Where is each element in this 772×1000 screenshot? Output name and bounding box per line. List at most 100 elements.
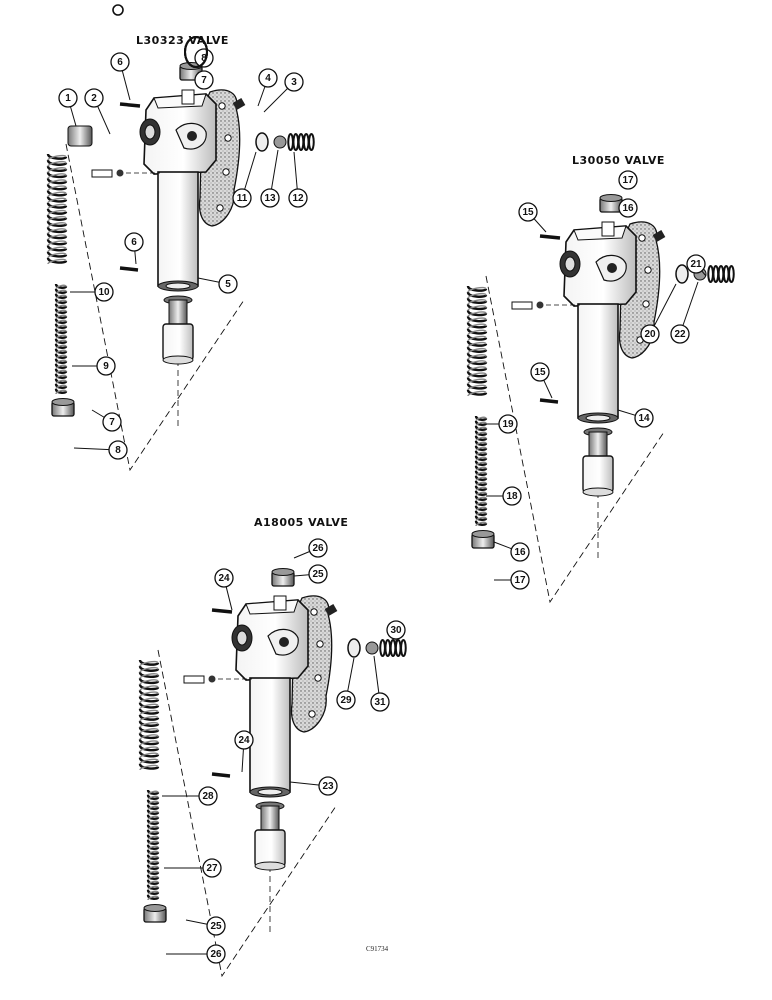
callout-4: 4 [257, 68, 278, 107]
washer [208, 675, 216, 683]
callout-19: 19 [486, 414, 518, 434]
callout-15-lower: 15 [530, 362, 553, 399]
svg-text:14: 14 [638, 413, 650, 424]
plunger [254, 801, 286, 871]
roll-pin [119, 266, 139, 272]
valve-body [139, 89, 241, 292]
svg-text:25: 25 [312, 569, 324, 580]
svg-text:6: 6 [117, 57, 123, 68]
callout-30: 30 [386, 620, 406, 642]
svg-text:16: 16 [514, 547, 526, 558]
screw [232, 98, 246, 110]
check-spring [379, 639, 407, 657]
callout-26-lower: 26 [166, 944, 226, 964]
screw-o-ring [112, 4, 124, 16]
callout-17-upper: 17 [618, 170, 638, 190]
svg-text:27: 27 [206, 863, 218, 874]
top-plug [599, 194, 623, 213]
inner-spring [54, 283, 68, 395]
callout-26-upper: 26 [293, 538, 328, 559]
svg-text:13: 13 [264, 193, 276, 204]
roll-pin [211, 608, 233, 614]
callout-8-upper: 8 [194, 48, 214, 68]
callout-11: 11 [232, 151, 257, 208]
guide-line [157, 649, 337, 978]
roll-pin [119, 102, 141, 108]
callout-16-upper: 16 [618, 198, 638, 218]
svg-text:28: 28 [202, 791, 214, 802]
check-ball [273, 135, 287, 149]
guide-line [485, 275, 665, 604]
svg-text:5: 5 [225, 279, 231, 290]
svg-text:20: 20 [644, 329, 656, 340]
callout-14: 14 [617, 408, 654, 428]
svg-text:7: 7 [201, 75, 207, 86]
washer [116, 169, 124, 177]
plunger [162, 295, 194, 365]
svg-text:8: 8 [115, 445, 121, 456]
svg-text:6: 6 [131, 237, 137, 248]
check-disc [255, 132, 269, 152]
svg-text:11: 11 [237, 193, 248, 204]
svg-text:24: 24 [238, 735, 250, 746]
svg-text:12: 12 [292, 193, 304, 204]
callout-31: 31 [370, 655, 390, 712]
callout-13: 13 [260, 149, 280, 208]
callout-21: 21 [686, 254, 707, 277]
bolt [183, 675, 205, 684]
callout-27: 27 [164, 858, 222, 878]
callout-1: 1 [58, 88, 78, 127]
valve-title-a18005: A18005 VALVE [254, 516, 349, 529]
callout-8-lower: 8 [73, 440, 128, 460]
svg-text:25: 25 [210, 921, 222, 932]
callout-29: 29 [336, 657, 356, 710]
side-o-ring [184, 36, 208, 68]
callout-7-lower: 7 [91, 409, 122, 432]
callout-6-lower: 6 [124, 232, 144, 265]
bolt [511, 301, 533, 310]
callout-20: 20 [640, 283, 677, 344]
svg-text:26: 26 [210, 949, 222, 960]
valve-body [231, 595, 333, 798]
svg-text:17: 17 [514, 575, 526, 586]
washer [536, 301, 544, 309]
svg-text:31: 31 [374, 697, 386, 708]
plunger [582, 427, 614, 497]
roll-pin [211, 772, 231, 778]
callout-16-lower: 16 [493, 541, 530, 562]
svg-text:15: 15 [534, 367, 546, 378]
svg-text:8: 8 [201, 53, 207, 64]
svg-text:30: 30 [390, 625, 402, 636]
guide-line [65, 143, 245, 472]
svg-text:4: 4 [265, 73, 271, 84]
callout-6-upper: 6 [110, 52, 131, 101]
callout-3: 3 [263, 72, 304, 113]
svg-text:1: 1 [65, 93, 71, 104]
check-disc [347, 638, 361, 658]
svg-text:18: 18 [506, 491, 518, 502]
svg-text:22: 22 [674, 329, 686, 340]
callout-9: 9 [72, 356, 116, 376]
outer-spring [46, 153, 68, 265]
callout-25-lower: 25 [185, 916, 226, 936]
bolt [91, 169, 113, 178]
svg-text:15: 15 [522, 207, 534, 218]
svg-text:26: 26 [312, 543, 324, 554]
callout-22: 22 [670, 281, 699, 344]
callout-28: 28 [162, 786, 218, 806]
screw [652, 230, 666, 242]
callout-15-upper: 15 [518, 202, 547, 233]
bottom-plug [51, 398, 75, 417]
callout-25-upper: 25 [293, 564, 328, 584]
callout-7-upper: 7 [194, 70, 214, 90]
check-ball [365, 641, 379, 655]
check-spring [287, 133, 315, 151]
outer-spring [466, 285, 488, 397]
valve-title-l30050: L30050 VALVE [572, 154, 665, 167]
svg-text:3: 3 [291, 77, 297, 88]
inner-spring [474, 415, 488, 527]
svg-text:19: 19 [502, 419, 514, 430]
